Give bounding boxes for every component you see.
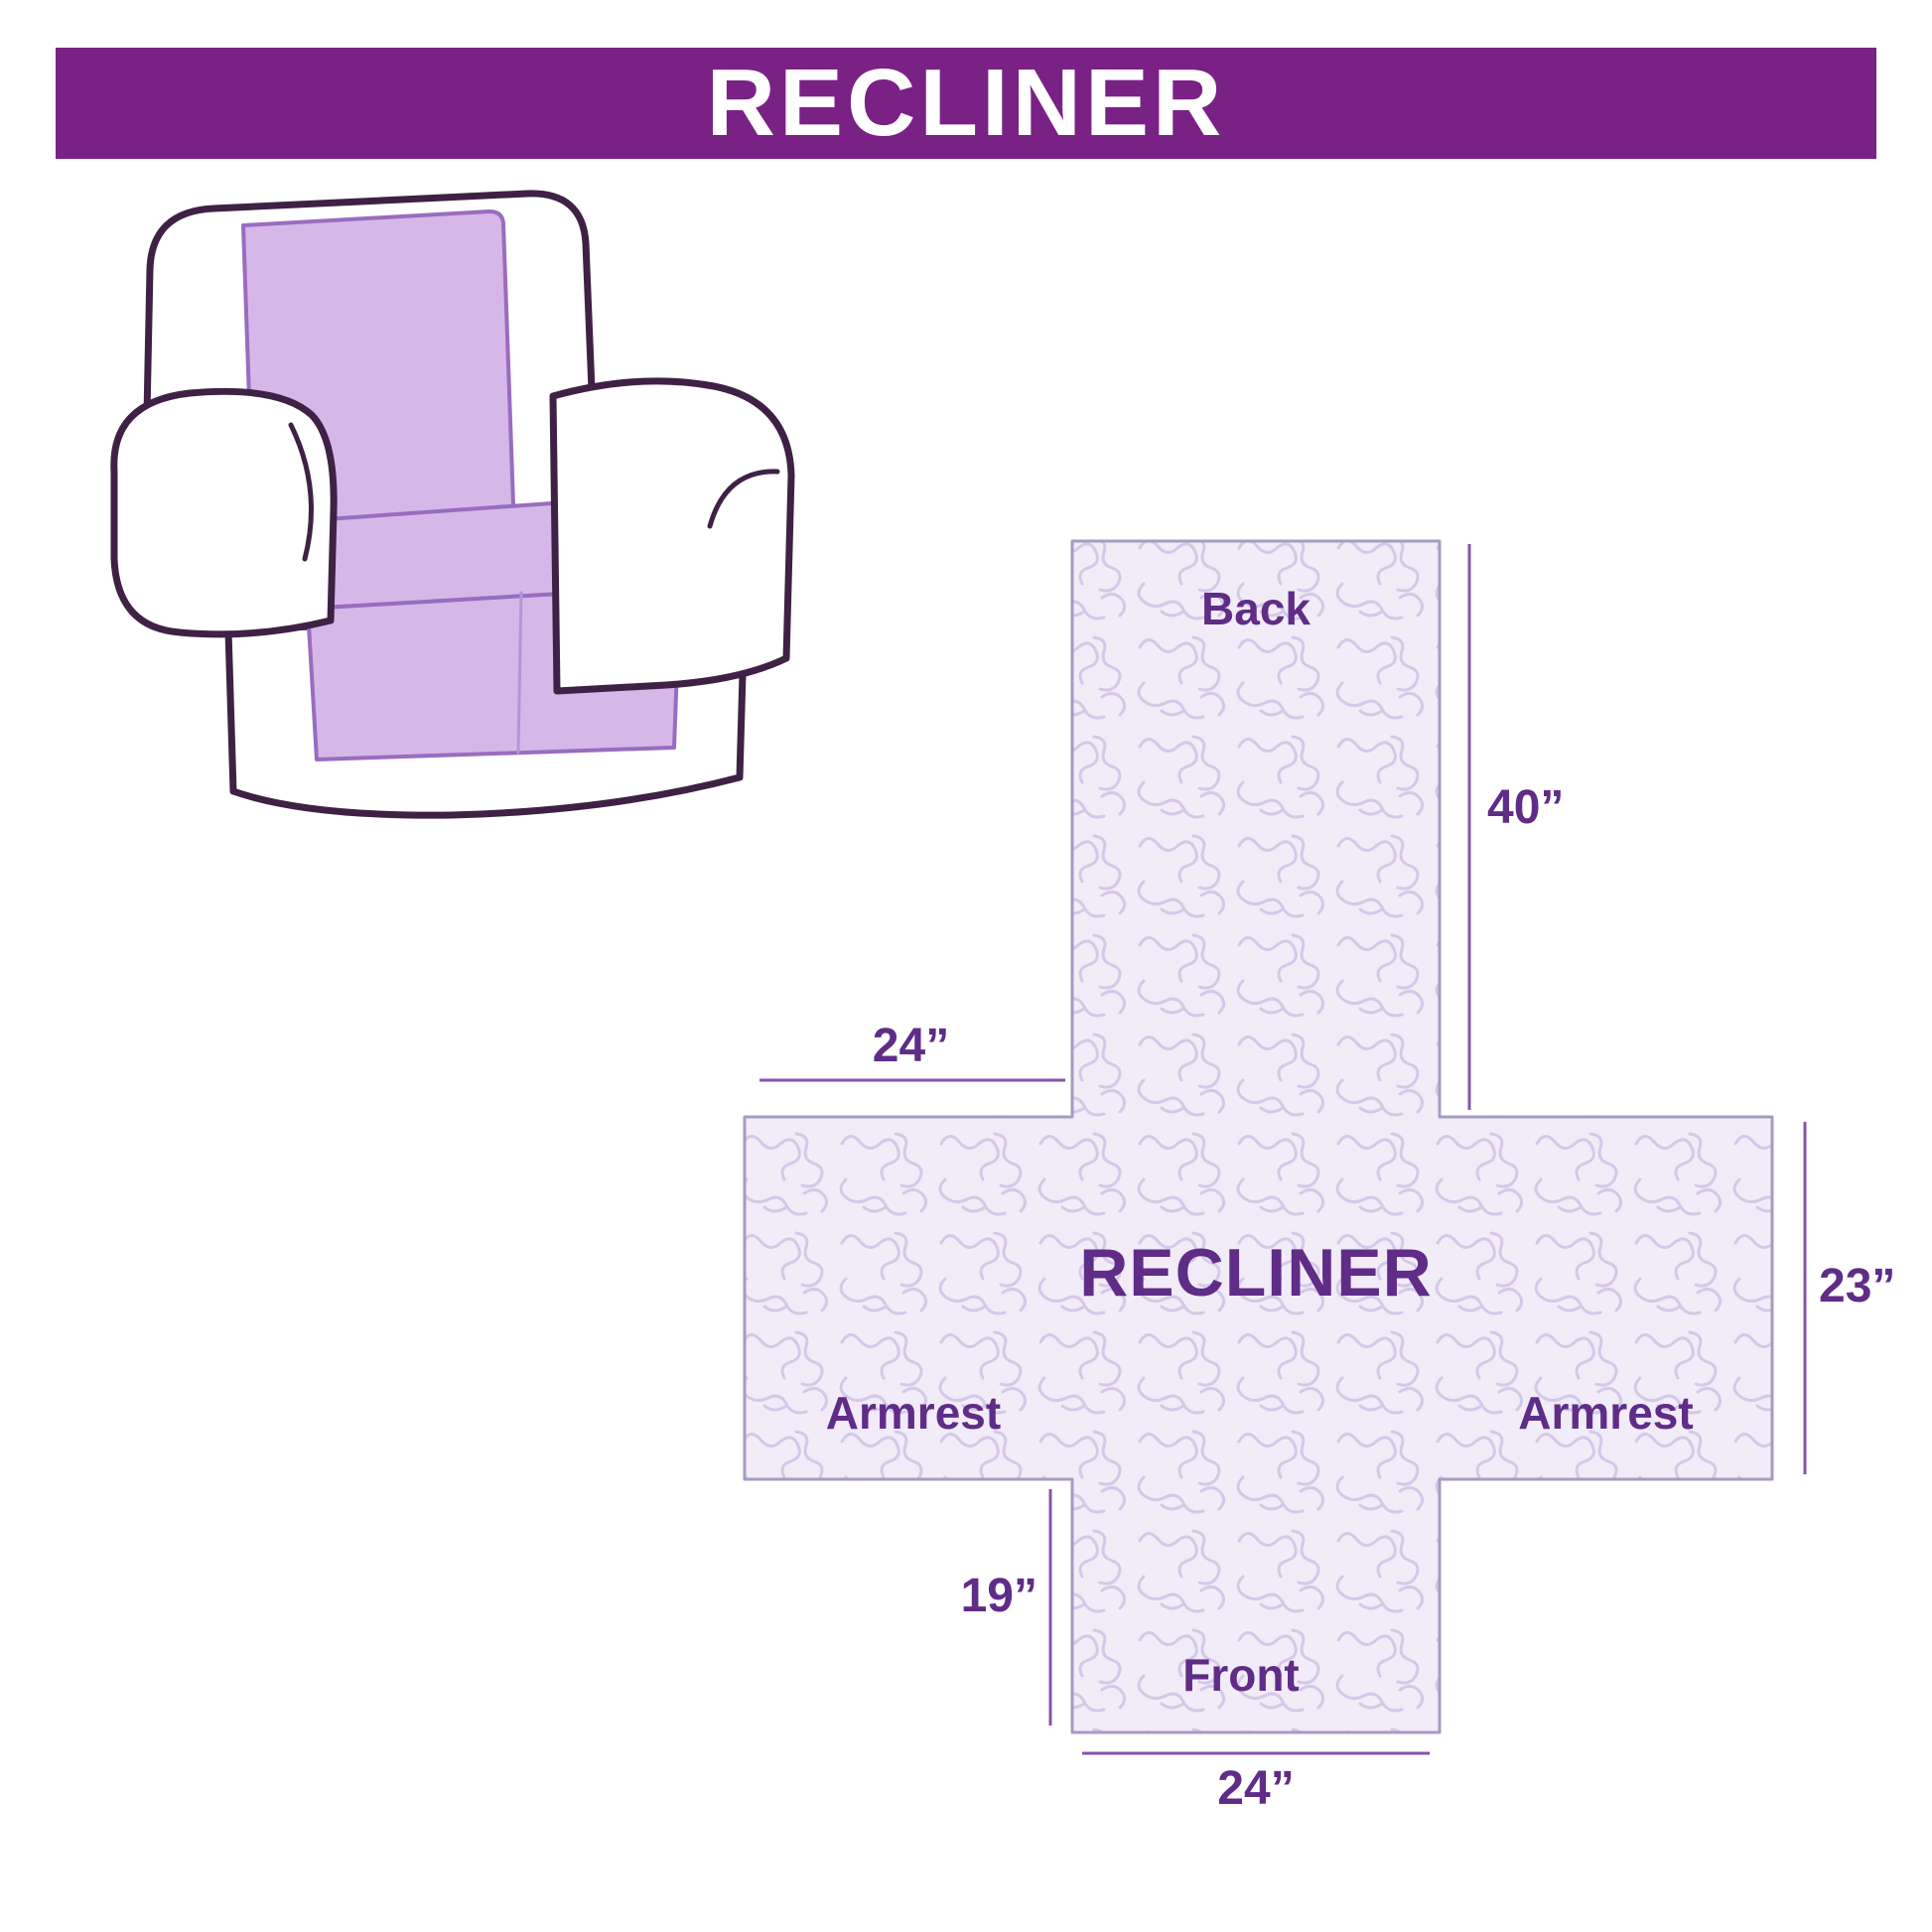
- chair-illustration-svg: [110, 190, 795, 819]
- dim-top-width-label: 24”: [872, 1020, 950, 1072]
- dim-front-drop-label: 19”: [960, 1570, 1037, 1622]
- dim-side-height-label: 23”: [1819, 1260, 1896, 1312]
- armrest-left-label: Armrest: [825, 1387, 1002, 1439]
- chair-left-arm-roll-line: [288, 422, 314, 562]
- cover-dimensions-diagram: Back RECLINER Armrest Armrest Front 40” …: [735, 526, 1926, 1857]
- armrest-right-label: Armrest: [1518, 1387, 1694, 1439]
- dim-back-height-label: 40”: [1487, 781, 1565, 834]
- header-title: RECLINER: [706, 50, 1226, 156]
- chair-right-arm-roll-line: [707, 469, 780, 529]
- back-flap-label: Back: [1201, 583, 1311, 634]
- chair-drape-fold-line: [516, 591, 523, 755]
- dim-bottom-width-label: 24”: [1217, 1762, 1295, 1815]
- center-recliner-label: RECLINER: [1079, 1235, 1433, 1311]
- recliner-chair-illustration: [94, 184, 809, 844]
- cover-cross-svg: [743, 539, 1807, 1755]
- chair-right-arm: [549, 377, 795, 695]
- cover-cross-shape: [743, 539, 1774, 1734]
- front-flap-label: Front: [1182, 1649, 1300, 1701]
- header-banner: RECLINER: [56, 48, 1876, 159]
- chair-left-arm: [110, 387, 338, 638]
